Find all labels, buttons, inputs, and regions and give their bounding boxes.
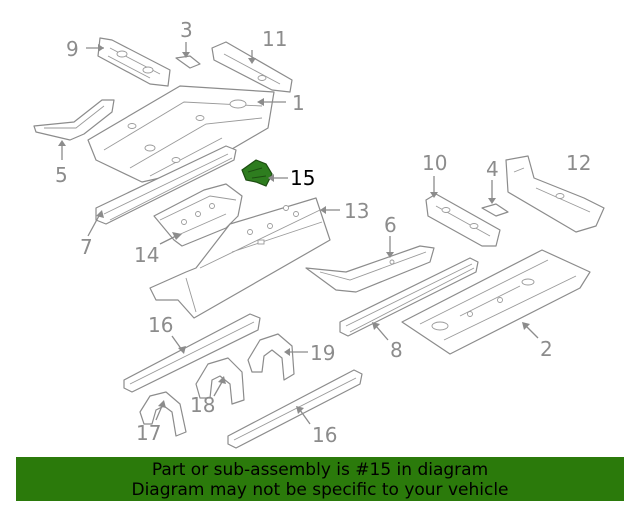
- callout-2: 2: [540, 337, 553, 361]
- part-2-rear-floor[interactable]: [401, 249, 591, 355]
- part-17-arch[interactable]: [139, 391, 187, 437]
- part-3-plate[interactable]: [175, 55, 201, 69]
- callout-12: 12: [566, 151, 591, 175]
- callout-8: 8: [390, 338, 403, 362]
- part-info-banner: Part or sub-assembly is #15 in diagram D…: [16, 457, 624, 501]
- part-4-plate[interactable]: [481, 203, 509, 217]
- callout-3: 3: [180, 18, 193, 42]
- callout-7: 7: [80, 235, 93, 259]
- callout-17: 17: [136, 421, 161, 445]
- leader-lines: [58, 42, 539, 425]
- part-16-upper-rail[interactable]: [123, 313, 261, 393]
- banner-line-2: Diagram may not be specific to your vehi…: [131, 480, 509, 500]
- callout-9: 9: [66, 37, 79, 61]
- part-5-bracket[interactable]: [33, 99, 115, 141]
- callout-1: 1: [292, 91, 305, 115]
- callout-15-highlighted: 15: [290, 166, 315, 190]
- callout-labels: 1 2 3 4 5 6 7 8 9 10 11 12 13 14 15 16 1…: [55, 18, 591, 447]
- callout-16-lower: 16: [312, 423, 337, 447]
- part-13-center-floor[interactable]: [149, 197, 331, 319]
- callout-10: 10: [422, 151, 447, 175]
- part-15-highlighted-bracket[interactable]: [241, 159, 273, 187]
- part-18-arch[interactable]: [195, 357, 245, 405]
- callout-4: 4: [486, 157, 499, 181]
- part-1-front-floor[interactable]: [87, 85, 275, 183]
- part-6-rail[interactable]: [305, 245, 435, 293]
- part-19-arch[interactable]: [247, 333, 295, 381]
- part-11-rail[interactable]: [211, 41, 293, 93]
- part-9-bracket[interactable]: [97, 37, 171, 87]
- callout-14: 14: [134, 243, 159, 267]
- callout-18: 18: [190, 393, 215, 417]
- banner-line-1: Part or sub-assembly is #15 in diagram: [151, 460, 489, 480]
- callout-11: 11: [262, 27, 287, 51]
- callout-6: 6: [384, 213, 397, 237]
- part-10-bracket[interactable]: [425, 193, 501, 247]
- part-12-bracket[interactable]: [505, 155, 605, 233]
- callout-13: 13: [344, 199, 369, 223]
- exploded-parts-diagram: 1 2 3 4 5 6 7 8 9 10 11 12 13 14 15 16 1…: [33, 18, 605, 449]
- part-14-crossmember[interactable]: [153, 183, 243, 247]
- part-8-rail[interactable]: [339, 257, 479, 337]
- callout-16-upper: 16: [148, 313, 173, 337]
- part-16-lower-rail[interactable]: [227, 369, 363, 449]
- callout-19: 19: [310, 341, 335, 365]
- callout-5: 5: [55, 163, 68, 187]
